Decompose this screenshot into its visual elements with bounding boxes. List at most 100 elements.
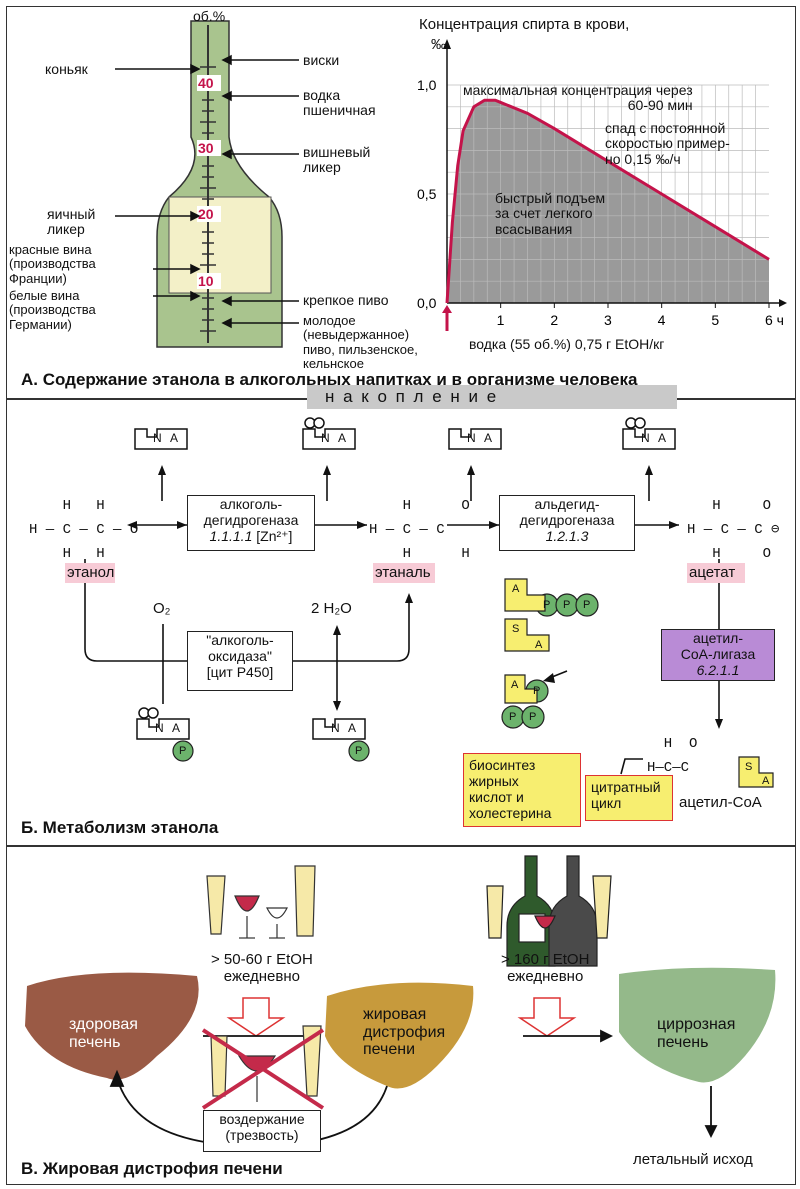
chart-x-tick-label: 1 <box>497 312 505 328</box>
amp-a: A <box>511 679 519 691</box>
abstinence-box: воздержание (трезвость) <box>203 1110 321 1152</box>
chart-y-tick-label: 0,0 <box>417 295 437 311</box>
atp-p2: P <box>563 599 571 611</box>
enzyme-aldh-name: альдегид- дегидрогеназа <box>519 496 615 529</box>
p-letter-1: P <box>179 745 187 757</box>
chart-xlabel: водка (55 об.%) 0,75 г EtOH/кг <box>469 336 665 352</box>
nadh2-n: N <box>641 431 650 445</box>
nad-n: N <box>153 431 162 445</box>
nadh-n: N <box>321 431 330 445</box>
compound-acetate: ацетат <box>689 564 736 581</box>
label-cherry-liqueur: вишневый ликер <box>303 144 371 176</box>
annotation-max: максимальная концентрация через 60-90 ми… <box>463 82 693 114</box>
acetyl-coa-structure: H O H—C—C <box>647 736 698 776</box>
dose-moderate: > 50-60 г EtOH ежедневно <box>211 951 313 985</box>
enzyme-aldh: альдегид- дегидрогеназа 1.2.1.3 <box>499 495 635 551</box>
accumulation-banner: н а к о п л е н и е <box>325 387 499 406</box>
label-cognac: коньяк <box>45 61 88 77</box>
caption-c: В. Жировая дистрофия печени <box>21 1159 283 1178</box>
acetylcoa-s: S <box>745 761 753 773</box>
coa-a: A <box>535 639 543 651</box>
p-letter-2: P <box>355 745 363 757</box>
nadh2-a: A <box>658 431 667 445</box>
label-white-wine: белые вина (производства Германии) <box>9 288 96 332</box>
citrate-cycle-box: цитратный цикл <box>585 775 673 821</box>
enzyme-adh-cofactor: [Zn²⁺] <box>256 528 293 545</box>
blood-alcohol-chart: 1 2 3 4 5 6 ч 0,0 0,5 1,0 <box>417 39 787 331</box>
panel-ethanol-content: об.% 40 30 20 10 коньяк яичный ликер кра… <box>6 6 796 400</box>
chart-series-line <box>445 98 770 304</box>
nadph-n: N <box>331 721 340 735</box>
water-label: 2 H₂O <box>311 600 352 617</box>
enzyme-oxidase: "алкоголь- оксидаза" [цит P450] <box>187 631 293 691</box>
ethanol-structure: H H H — C — C — O H H <box>29 498 139 562</box>
caption-a: A. Содержание этанола в алкогольных напи… <box>21 370 638 389</box>
compound-acetyl-coa: ацетил-CoA <box>679 794 762 811</box>
nad-a: A <box>170 431 179 445</box>
chart-intake-arrowhead <box>442 305 452 313</box>
oxygen-label: O₂ <box>153 600 171 617</box>
chart-y-arrow <box>443 39 451 49</box>
chart-y-tick-label: 0,5 <box>417 186 437 202</box>
enzyme-adh: алкоголь- дегидрогеназа 1.1.1.1 [Zn²⁺] <box>187 495 315 551</box>
enzyme-ligase-ec: 6.2.1.1 <box>696 662 740 679</box>
chart-x-arrow <box>779 299 787 307</box>
caption-b: Б. Метаболизм этанола <box>21 818 219 837</box>
chart-x-tick-label: 2 <box>550 312 558 328</box>
atp-a: A <box>512 583 520 595</box>
lethal-outcome-label: летальный исход <box>633 1151 753 1168</box>
nadp-a: A <box>172 721 181 735</box>
label-whisky: виски <box>303 52 340 68</box>
nadh-a: A <box>338 431 347 445</box>
compound-ethanol: этанол <box>67 564 115 581</box>
nad2-a: A <box>484 431 493 445</box>
nadp-n: N <box>155 721 164 735</box>
nadph-a: A <box>348 721 357 735</box>
chart-x-tick-label: 3 <box>604 312 612 328</box>
enzyme-ligase-name: ацетил- CoA-лигаза <box>680 630 756 663</box>
label-vodka: водка пшеничная <box>303 87 376 119</box>
annotation-decline: спад с постоянной скоростью пример- но 0… <box>605 120 730 167</box>
scale-label-20: 20 <box>198 206 214 222</box>
enzyme-adh-ec: 1.1.1.1 <box>209 528 253 545</box>
fatty-liver-label: жировая дистрофия печени <box>363 1006 446 1059</box>
amp-p: P <box>533 685 541 697</box>
liver-diagram <box>25 855 776 1147</box>
chart-x-tick-label: 4 <box>658 312 666 328</box>
ppi-p2: P <box>529 711 537 723</box>
acetate-structure: H O H — C — C ⊖ H O <box>687 498 780 562</box>
compound-ethanal: этаналь <box>375 564 431 581</box>
nad2-n: N <box>467 431 476 445</box>
label-young-beer: молодое (невыдержанное) пиво, пильзенско… <box>303 313 418 371</box>
ppi-p1: P <box>509 711 517 723</box>
annotation-rise: быстрый подъем за счет легкого всасывани… <box>495 190 606 237</box>
label-red-wine: красные вина (производства Франции) <box>9 242 96 286</box>
panel-fatty-liver: > 50-60 г EtOH ежедневно > 160 г EtOH еж… <box>6 845 796 1185</box>
enzyme-adh-name: алкоголь- дегидрогеназа <box>203 496 299 529</box>
healthy-liver-label: здоровая печень <box>69 1016 138 1051</box>
coa-s: S <box>512 623 520 635</box>
chart-y-tick-label: 1,0 <box>417 77 437 93</box>
biosynthesis-box: биосинтез жирных кислот и холестерина <box>463 753 581 827</box>
label-egg-liqueur: яичный ликер <box>47 206 96 238</box>
dose-heavy: > 160 г EtOH ежедневно <box>501 951 590 985</box>
ethanal-structure: H O H — C — C H H <box>369 498 470 562</box>
scale-label-30: 30 <box>198 140 214 156</box>
chart-ylabel: ‰ <box>431 36 446 53</box>
acetylcoa-a: A <box>762 775 770 787</box>
chart-x-tick-label: 6 ч <box>765 312 784 328</box>
bottle-unit-label: об.% <box>193 8 226 24</box>
chart-title: Концентрация спирта в крови, <box>419 16 630 33</box>
metabolism-diagram <box>84 417 774 788</box>
label-strong-beer: крепкое пиво <box>303 292 389 308</box>
enzyme-acetyl-coa-ligase: ацетил- CoA-лигаза 6.2.1.1 <box>661 629 775 681</box>
scale-label-40: 40 <box>198 75 214 91</box>
atp-p3: P <box>583 599 591 611</box>
panel-ethanol-metabolism: н а к о п л е н и е <box>6 385 796 847</box>
cirrhosis-liver-label: циррозная печень <box>657 1016 736 1051</box>
enzyme-aldh-ec: 1.2.1.3 <box>545 528 589 545</box>
bottle-illustration <box>115 20 299 348</box>
scale-label-10: 10 <box>198 273 214 289</box>
chart-x-tick-label: 5 <box>711 312 719 328</box>
atp-p1: P <box>543 599 551 611</box>
